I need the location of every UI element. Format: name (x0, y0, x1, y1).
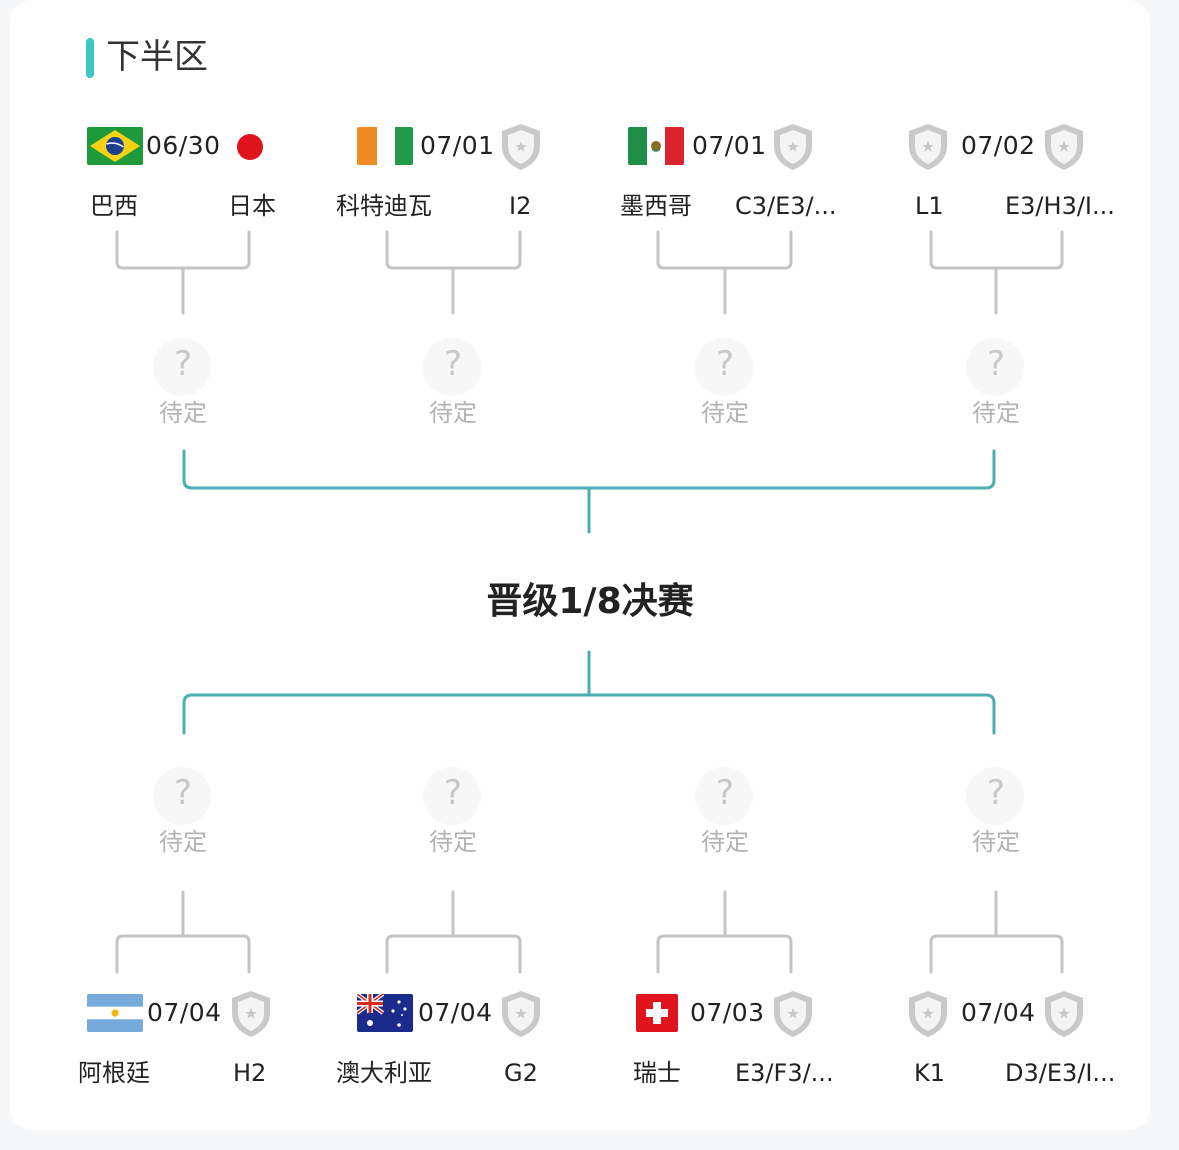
team-name[interactable]: 阿根廷 (78, 1059, 150, 1087)
placeholder-shield-icon (229, 989, 273, 1039)
team-name[interactable]: 科特迪瓦 (336, 192, 432, 220)
team-name[interactable]: 瑞士 (633, 1059, 681, 1087)
team-name[interactable]: D3/E3/I... (1005, 1059, 1116, 1087)
switzerland-flag-icon (636, 994, 678, 1032)
placeholder-shield-icon (771, 989, 815, 1039)
question-icon: ? (443, 773, 463, 813)
tbd-slot[interactable]: ? 待定 (936, 767, 1056, 867)
tbd-slot[interactable]: ? 待定 (665, 767, 785, 867)
tbd-circle (423, 767, 481, 825)
japan-flag-icon (230, 128, 270, 168)
match-date: 07/01 (420, 131, 495, 160)
team-name[interactable]: 巴西 (90, 192, 138, 220)
question-icon: ? (986, 344, 1006, 384)
australia-flag-icon (357, 994, 413, 1032)
tbd-circle (153, 338, 211, 396)
cote-divoire-flag-icon (357, 127, 413, 165)
placeholder-shield-icon (499, 122, 543, 172)
brazil-flag-icon (87, 127, 143, 165)
tbd-label: 待定 (429, 828, 477, 856)
placeholder-shield-icon (906, 122, 950, 172)
team-name[interactable]: E3/H3/I... (1005, 192, 1115, 220)
placeholder-shield-icon (771, 122, 815, 172)
match-date: 07/03 (690, 998, 765, 1027)
team-name[interactable]: E3/F3/... (735, 1059, 834, 1087)
tbd-slot[interactable]: ? 待定 (393, 338, 513, 438)
tbd-label: 待定 (159, 399, 207, 427)
tbd-slot[interactable]: ? 待定 (393, 767, 513, 867)
match-date: 07/01 (692, 131, 767, 160)
team-name[interactable]: G2 (504, 1059, 538, 1087)
section-accent-bar (86, 38, 94, 78)
placeholder-shield-icon (1042, 989, 1086, 1039)
tbd-label: 待定 (701, 828, 749, 856)
match-date: 07/04 (418, 998, 493, 1027)
team-name[interactable]: H2 (233, 1059, 267, 1087)
tbd-slot[interactable]: ? 待定 (123, 767, 243, 867)
team-name[interactable]: 日本 (228, 192, 276, 220)
tbd-circle (423, 338, 481, 396)
tbd-circle (966, 338, 1024, 396)
question-icon: ? (715, 344, 735, 384)
team-name[interactable]: 澳大利亚 (336, 1059, 432, 1087)
match-date: 07/04 (147, 998, 222, 1027)
tbd-circle (695, 338, 753, 396)
mexico-flag-icon (628, 127, 684, 165)
placeholder-shield-icon (499, 989, 543, 1039)
team-name[interactable]: L1 (915, 192, 944, 220)
match-date: 07/04 (961, 998, 1036, 1027)
argentina-flag-icon (87, 994, 143, 1032)
placeholder-shield-icon (906, 989, 950, 1039)
team-name[interactable]: C3/E3/... (735, 192, 837, 220)
question-icon: ? (715, 773, 735, 813)
tbd-circle (695, 767, 753, 825)
tbd-slot[interactable]: ? 待定 (665, 338, 785, 438)
tbd-slot[interactable]: ? 待定 (936, 338, 1056, 438)
tbd-label: 待定 (972, 828, 1020, 856)
placeholder-shield-icon (1042, 122, 1086, 172)
question-icon: ? (173, 773, 193, 813)
round-title: 晋级1/8决赛 (486, 581, 694, 622)
team-name[interactable]: K1 (914, 1059, 946, 1087)
tbd-label: 待定 (972, 399, 1020, 427)
question-icon: ? (173, 344, 193, 384)
question-icon: ? (986, 773, 1006, 813)
bracket-card (10, 0, 1150, 1130)
tbd-circle (966, 767, 1024, 825)
team-name[interactable]: I2 (509, 192, 532, 220)
match-date: 06/30 (146, 131, 221, 160)
tbd-circle (153, 767, 211, 825)
section-title: 下半区 (106, 37, 208, 77)
match-date: 07/02 (961, 131, 1036, 160)
question-icon: ? (443, 344, 463, 384)
tbd-label: 待定 (701, 399, 749, 427)
tbd-slot[interactable]: ? 待定 (123, 338, 243, 438)
tbd-label: 待定 (429, 399, 477, 427)
tbd-label: 待定 (159, 828, 207, 856)
team-name[interactable]: 墨西哥 (620, 192, 692, 220)
